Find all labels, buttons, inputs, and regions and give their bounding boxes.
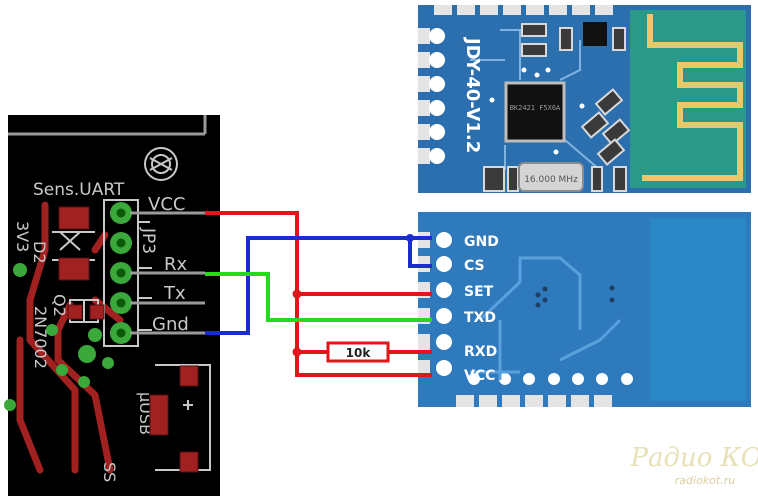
module-pin-txd: TXD <box>464 310 496 326</box>
module-top-side-pads <box>429 28 445 164</box>
jumper-label: JP3 <box>138 227 158 254</box>
pin-label-rx: Rx <box>164 254 188 275</box>
mounting-hole <box>144 147 178 181</box>
header-label: Sens.UART <box>33 180 125 200</box>
module-bottom-vias <box>535 285 615 308</box>
resistor: 10k <box>326 341 390 363</box>
module-top-vias <box>489 67 585 155</box>
module-bottom: GND CS SET TXD RXD VCC <box>418 212 751 407</box>
module-top-castellations <box>418 5 613 164</box>
voltage-label: 3V3 <box>13 221 32 252</box>
module-pin-gnd: GND <box>464 234 499 250</box>
module-pin-cs: CS <box>464 258 485 274</box>
module-top: BK2421 F5X6A 16.000 MHz <box>418 5 751 193</box>
wires <box>205 211 432 377</box>
resistor-label: 10k <box>346 346 372 360</box>
module-pin-set: SET <box>464 284 494 300</box>
pin-leads <box>130 211 205 335</box>
resistor-body <box>326 341 390 363</box>
antenna-keepout <box>650 218 746 401</box>
smd-components <box>483 23 631 192</box>
green-vias <box>4 263 114 411</box>
smd-pads <box>58 206 199 473</box>
watermark-title: Радио КОТ <box>630 443 758 473</box>
wire-junctions <box>292 289 302 357</box>
antenna-trace <box>642 14 743 181</box>
module-top-traces <box>470 29 601 171</box>
chip-marking: BK2421 F5X6A <box>510 104 561 112</box>
module-chip <box>504 81 566 143</box>
module-pin-rxd: RXD <box>464 344 497 360</box>
pin-label-gnd: Gnd <box>152 314 189 335</box>
watermark-url: radiokot.ru <box>675 474 735 487</box>
wire-cs <box>408 238 432 268</box>
host-pcb: Sens.UART VCC Rx Tx Gnd JP3 D2 3V3 Q2 2N… <box>4 115 220 496</box>
pin-label-vcc: VCC <box>148 194 185 215</box>
regulator-chip <box>583 22 607 46</box>
module-name: JDY-40-V1.2 <box>462 36 483 153</box>
crystal-label: 16.000 MHz <box>524 175 578 185</box>
transistor-part: 2N7002 <box>31 306 50 369</box>
module-pin-vcc: VCC <box>464 368 495 384</box>
diode-label: D2 <box>30 241 49 264</box>
wire-tx <box>205 272 432 322</box>
module-bottom-traces <box>470 256 622 380</box>
wire-junction-gnd <box>406 234 414 242</box>
transistor-label: Q2 <box>50 294 69 317</box>
module-bottom-pads <box>436 232 633 385</box>
header-pins <box>110 202 132 344</box>
wire-gnd <box>205 236 432 335</box>
watermark: Радио КОТ radiokot.ru <box>630 443 758 487</box>
crystal <box>518 162 584 192</box>
edge-text: SS <box>100 462 119 482</box>
pin-label-tx: Tx <box>163 283 186 304</box>
